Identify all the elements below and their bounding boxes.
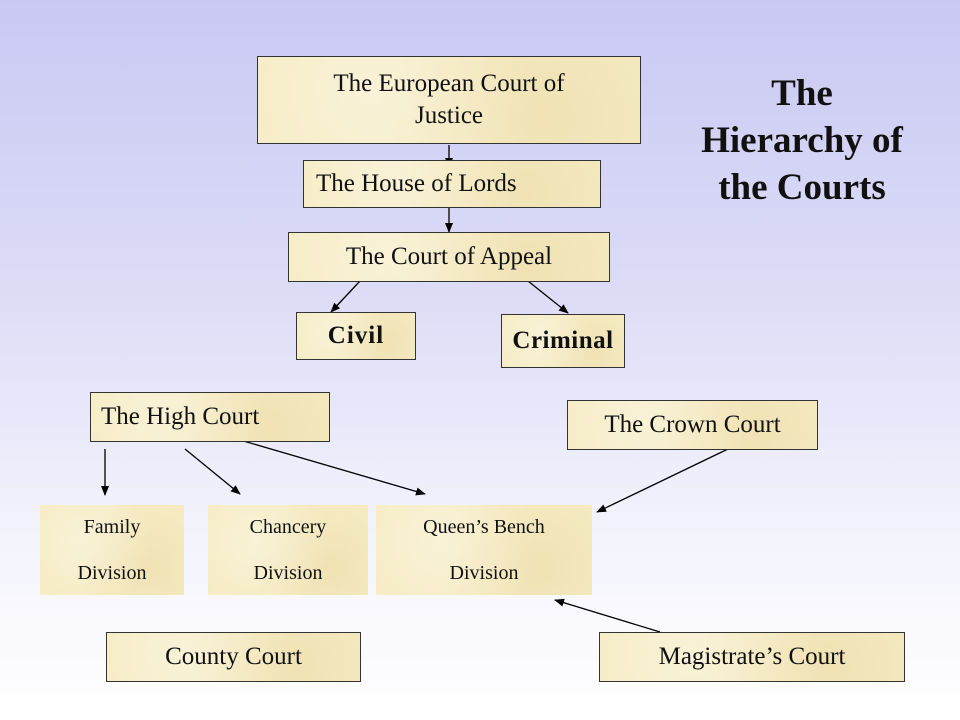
family-division-line-1: Family bbox=[83, 516, 141, 538]
arrow-high-to-qb bbox=[239, 439, 426, 496]
diagram-title: The Hierarchy of the Courts bbox=[701, 73, 903, 208]
arrow-appeal-to-criminal bbox=[527, 280, 569, 314]
node-queens-bench-division: Queen’s Bench Division bbox=[376, 505, 592, 595]
chancery-division-line-2: Division bbox=[253, 562, 323, 584]
family-division-line-2: Division bbox=[77, 562, 147, 584]
node-high-court: The High Court bbox=[90, 392, 330, 442]
node-european-court-of-justice: The European Court of Justice bbox=[257, 56, 641, 144]
node-magistrates-court: Magistrate’s Court bbox=[599, 632, 905, 682]
node-crown-court: The Crown Court bbox=[567, 400, 818, 450]
node-court-of-appeal: The Court of Appeal bbox=[288, 232, 610, 282]
node-criminal: Criminal bbox=[501, 314, 625, 368]
queens-bench-division-line-2: Division bbox=[449, 562, 519, 584]
node-county-court: County Court bbox=[106, 632, 361, 682]
chancery-division-line-1: Chancery bbox=[249, 516, 327, 538]
arrow-crown-to-qb bbox=[596, 448, 729, 513]
node-house-of-lords: The House of Lords bbox=[303, 160, 601, 208]
node-chancery-division: Chancery Division bbox=[208, 505, 368, 595]
arrow-appeal-to-civil bbox=[330, 280, 361, 313]
node-civil: Civil bbox=[296, 312, 416, 360]
arrow-magistrates-to-qb bbox=[554, 598, 661, 633]
queens-bench-division-line-1: Queen’s Bench bbox=[423, 516, 545, 538]
node-family-division: Family Division bbox=[40, 505, 184, 595]
arrow-high-to-chancery bbox=[184, 448, 241, 495]
